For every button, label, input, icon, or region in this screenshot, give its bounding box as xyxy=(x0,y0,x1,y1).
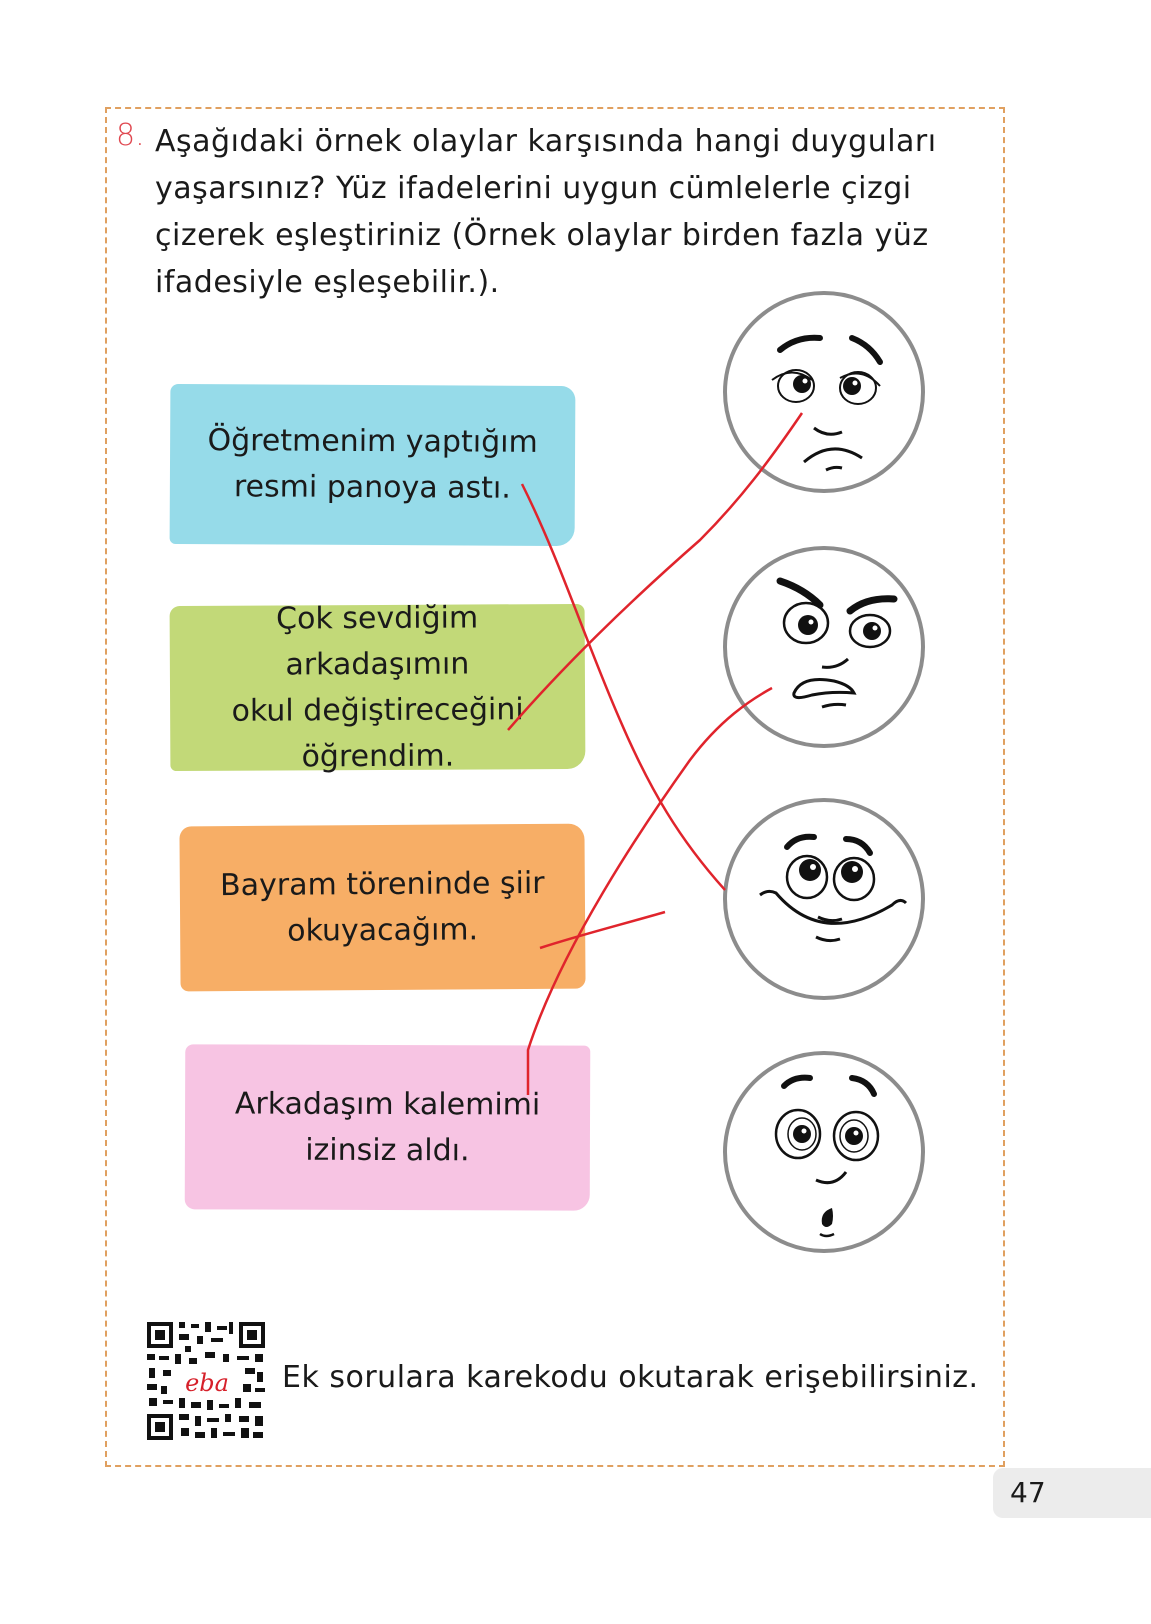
question-text: Aşağıdaki örnek olaylar karşısında hangi… xyxy=(155,118,955,306)
face-happy[interactable] xyxy=(722,797,927,1002)
qr-code[interactable]: eba xyxy=(145,1320,267,1442)
question-frame xyxy=(105,107,1005,1467)
surprised-face-icon xyxy=(723,1051,925,1253)
sad-face-icon xyxy=(723,291,925,493)
question-line: yaşarsınız? Yüz ifadelerini uygun cümlel… xyxy=(155,171,912,206)
card-line: izinsiz aldı. xyxy=(305,1132,470,1168)
face-sad[interactable] xyxy=(722,290,927,495)
happy-face-icon xyxy=(723,798,925,1000)
face-angry[interactable] xyxy=(722,545,927,750)
angry-face-icon xyxy=(723,546,925,748)
card-line: Öğretmenim yaptığım xyxy=(207,423,538,460)
question-line: Aşağıdaki örnek olaylar karşısında hangi… xyxy=(155,124,937,159)
card-line: Arkadaşım kalemimi xyxy=(234,1085,541,1123)
card-line: Çok sevdiğim arkadaşımın xyxy=(276,599,479,682)
card-line: resmi panoya astı. xyxy=(233,469,511,506)
qr-caption: Ek sorulara karekodu okutarak erişebilir… xyxy=(282,1360,979,1395)
face-surprised[interactable] xyxy=(722,1050,927,1255)
event-card-teacher-pinned-drawing[interactable]: Öğretmenim yaptığım resmi panoya astı. xyxy=(169,383,576,547)
card-line: öğrendim. xyxy=(301,738,455,774)
qr-code-icon: eba xyxy=(145,1320,267,1442)
card-line: okul değiştireceğini xyxy=(231,691,524,729)
card-line: Bayram töreninde şiir xyxy=(219,865,545,903)
page-number: 47 xyxy=(1010,1476,1046,1509)
event-card-reading-poem[interactable]: Bayram töreninde şiir okuyacağım. xyxy=(179,823,586,992)
question-line: çizerek eşleştiriniz (Örnek olaylar bird… xyxy=(155,218,929,253)
question-number: 8. xyxy=(116,118,145,153)
svg-text:eba: eba xyxy=(185,1369,229,1397)
question-line: ifadesiyle eşleşebilir.). xyxy=(155,265,500,300)
card-line: okuyacağım. xyxy=(287,911,479,949)
page-number-tab xyxy=(993,1468,1151,1518)
event-card-friend-changing-school[interactable]: Çok sevdiğim arkadaşımın okul değiştirec… xyxy=(169,600,586,774)
event-card-pencil-taken[interactable]: Arkadaşım kalemimi izinsiz aldı. xyxy=(184,1044,591,1211)
